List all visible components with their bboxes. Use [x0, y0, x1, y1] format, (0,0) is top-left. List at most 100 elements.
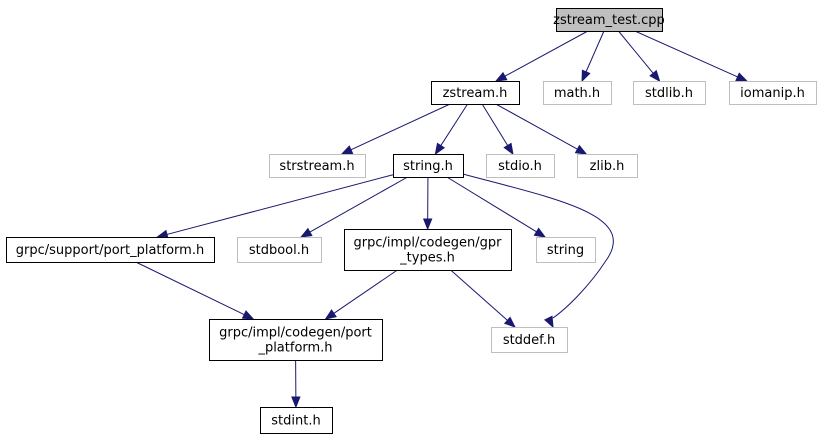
node-string-box — [536, 237, 596, 263]
edge-zstream-h-to-strstream-h-arrowhead — [340, 145, 354, 155]
edge-string-h-to-stddef-h-line — [458, 172, 614, 319]
edge-zstream-test-cpp-to-zstream-h — [494, 30, 589, 82]
edge-zstream-h-to-zlib-h — [495, 103, 588, 155]
edge-zstream-h-to-zlib-h-line — [495, 103, 579, 151]
edge-zstream-test-cpp-to-stdlib-h-arrowhead — [649, 69, 661, 83]
node-string-label-line-1: string — [547, 243, 584, 258]
node-zstream-h-box — [431, 81, 520, 105]
node-zlib-h-box — [577, 154, 638, 178]
node-stdlib-h[interactable]: stdlib.h — [633, 81, 706, 105]
node-grpc-impl-codegen-gpr-types-h[interactable]: grpc/impl/codegen/gpr_types.h — [344, 229, 512, 271]
node-stdbool-h[interactable]: stdbool.h — [237, 237, 322, 263]
node-stdio-h-box — [486, 154, 555, 178]
node-grpc-impl-codegen-gpr-types-h-label-line-1: grpc/impl/codegen/gpr — [354, 236, 503, 251]
node-iomanip-h-box — [729, 81, 817, 105]
node-strstream-h-box — [269, 154, 366, 178]
node-stdlib-h-box — [633, 81, 706, 105]
edge-grpc-support-port-platform-h-to-grpc-impl-codegen-port-platform-h — [135, 261, 255, 320]
node-math-h-box — [543, 81, 612, 105]
node-stdio-h-label-line-1: stdio.h — [498, 159, 542, 174]
edge-zstream-h-to-strstream-h — [340, 103, 451, 155]
node-grpc-support-port-platform-h-label-line-1: grpc/support/port_platform.h — [16, 243, 204, 258]
node-stdint-h-box — [260, 407, 333, 434]
edge-zstream-test-cpp-to-iomanip-h — [634, 30, 748, 82]
edge-zstream-test-cpp-to-math-h-line — [585, 30, 605, 73]
node-stdbool-h-label-line-1: stdbool.h — [249, 243, 309, 258]
node-stddef-h-label-line-1: stddef.h — [503, 333, 555, 348]
node-grpc-impl-codegen-gpr-types-h-box — [344, 229, 512, 271]
node-zstream-h[interactable]: zstream.h — [431, 81, 520, 105]
edge-string-h-to-stdbool-h — [299, 176, 408, 238]
edge-zstream-h-to-string-h — [434, 103, 469, 156]
edge-string-h-to-stdbool-h-arrowhead — [299, 227, 313, 238]
edge-zstream-h-to-strstream-h-line — [349, 103, 451, 151]
edge-zstream-h-to-stdio-h — [481, 103, 514, 156]
edge-zstream-h-to-stdio-h-line — [481, 103, 509, 147]
edge-zstream-test-cpp-to-stdlib-h — [618, 30, 661, 83]
node-string-h-label-line-1: string.h — [403, 159, 453, 174]
node-zstream-h-label-line-1: zstream.h — [443, 86, 508, 101]
node-string-h[interactable]: string.h — [393, 154, 464, 178]
edge-zstream-test-cpp-to-iomanip-h-arrowhead — [735, 72, 748, 82]
edge-string-h-to-string-line — [446, 176, 538, 233]
edges-layer — [135, 30, 748, 409]
edge-grpc-impl-codegen-gpr-types-h-to-stddef-h-line — [450, 269, 509, 322]
edge-zstream-h-to-zlib-h-arrowhead — [574, 144, 588, 155]
edge-string-h-to-string — [446, 176, 547, 238]
node-iomanip-h-label-line-1: iomanip.h — [740, 86, 805, 101]
edge-grpc-impl-codegen-gpr-types-h-to-grpc-impl-codegen-port-platform-h-arrowhead — [324, 309, 337, 320]
edge-zstream-h-to-stdio-h-arrowhead — [503, 142, 514, 156]
edge-zstream-test-cpp-to-stdlib-h-line — [618, 30, 655, 75]
edge-string-h-to-grpc-impl-codegen-gpr-types-h — [422, 176, 433, 231]
node-zlib-h[interactable]: zlib.h — [577, 154, 638, 178]
node-math-h[interactable]: math.h — [543, 81, 612, 105]
node-stdint-h-label-line-1: stdint.h — [271, 414, 320, 429]
node-stddef-h-box — [491, 327, 568, 353]
edge-zstream-h-to-string-h-arrowhead — [434, 142, 446, 156]
node-iomanip-h[interactable]: iomanip.h — [729, 81, 817, 105]
node-stdint-h[interactable]: stdint.h — [260, 407, 333, 434]
node-stdbool-h-box — [237, 237, 322, 263]
edge-grpc-impl-codegen-gpr-types-h-to-stddef-h-arrowhead — [503, 316, 516, 328]
edge-zstream-test-cpp-to-iomanip-h-line — [634, 30, 739, 78]
edge-string-h-to-stddef-h-arrowhead — [544, 315, 554, 329]
node-math-h-label-line-1: math.h — [554, 86, 600, 101]
node-grpc-impl-codegen-gpr-types-h-label-line-2: _types.h — [399, 251, 455, 266]
edge-grpc-impl-codegen-port-platform-h-to-stdint-h-arrowhead — [291, 396, 301, 409]
node-stdio-h[interactable]: stdio.h — [486, 154, 555, 178]
edge-string-h-to-grpc-support-port-platform-h — [156, 174, 394, 239]
edge-string-h-to-string-arrowhead — [533, 227, 547, 238]
nodes-layer: zstream_test.cpp zstream.h math.h stdlib.h i… — [6, 8, 817, 434]
node-grpc-impl-codegen-port-platform-h-label-line-2: _platform.h — [257, 341, 332, 356]
node-zlib-h-label-line-1: zlib.h — [590, 159, 625, 174]
node-zstream-test-cpp[interactable]: zstream_test.cpp — [553, 8, 665, 32]
edge-string-h-to-stddef-h — [458, 172, 614, 329]
edge-string-h-to-stdbool-h-line — [308, 176, 408, 234]
edge-grpc-impl-codegen-port-platform-h-to-stdint-h — [291, 359, 301, 409]
node-string-h-box — [393, 154, 464, 178]
node-string[interactable]: string — [536, 237, 596, 263]
node-stdlib-h-label-line-1: stdlib.h — [645, 86, 693, 101]
node-grpc-impl-codegen-port-platform-h[interactable]: grpc/impl/codegen/port_platform.h — [209, 319, 383, 361]
edge-zstream-test-cpp-to-math-h — [581, 30, 605, 83]
edge-zstream-test-cpp-to-zstream-h-arrowhead — [494, 71, 508, 82]
node-strstream-h[interactable]: strstream.h — [269, 154, 366, 178]
edge-grpc-impl-codegen-gpr-types-h-to-grpc-impl-codegen-port-platform-h-line — [332, 269, 398, 315]
edge-string-h-to-grpc-support-port-platform-h-line — [165, 174, 394, 236]
edge-zstream-test-cpp-to-zstream-h-line — [503, 30, 589, 78]
node-strstream-h-label-line-1: strstream.h — [279, 159, 354, 174]
edge-string-h-to-grpc-impl-codegen-gpr-types-h-arrowhead — [422, 218, 433, 231]
node-stddef-h[interactable]: stddef.h — [491, 327, 568, 353]
node-grpc-support-port-platform-h-box — [6, 237, 215, 263]
edge-grpc-impl-codegen-gpr-types-h-to-grpc-impl-codegen-port-platform-h — [324, 269, 398, 320]
edge-grpc-impl-codegen-gpr-types-h-to-stddef-h — [450, 269, 516, 328]
node-zstream-test-cpp-label-line-1: zstream_test.cpp — [553, 13, 665, 28]
edge-grpc-support-port-platform-h-to-grpc-impl-codegen-port-platform-h-line — [135, 261, 246, 316]
node-zstream-test-cpp-box — [556, 8, 663, 32]
edge-grpc-support-port-platform-h-to-grpc-impl-codegen-port-platform-h-arrowhead — [241, 310, 255, 320]
node-grpc-impl-codegen-port-platform-h-box — [209, 319, 383, 361]
edge-zstream-test-cpp-to-math-h-arrowhead — [581, 69, 591, 83]
node-grpc-support-port-platform-h[interactable]: grpc/support/port_platform.h — [6, 237, 215, 263]
node-grpc-impl-codegen-port-platform-h-label-line-1: grpc/impl/codegen/port — [219, 326, 372, 341]
